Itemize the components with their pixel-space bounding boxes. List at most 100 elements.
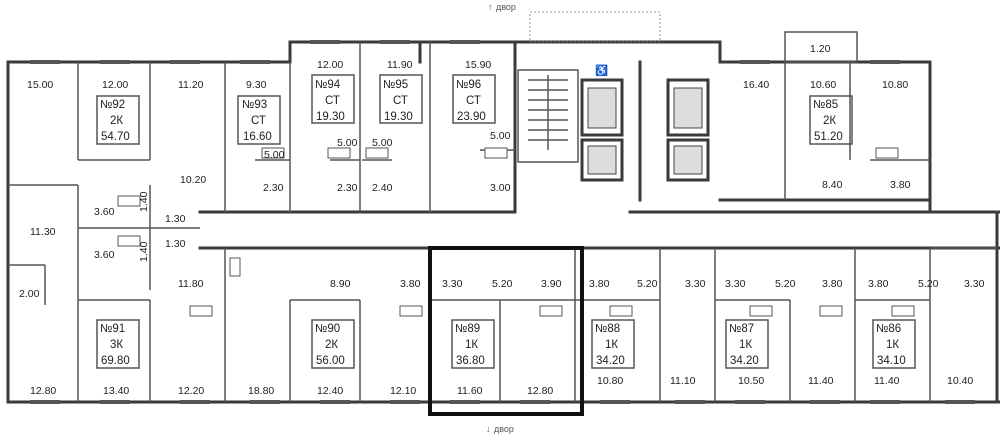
room-area: 1.20 xyxy=(810,43,831,55)
room-area: 5.20 xyxy=(637,278,658,290)
room-area: 3.80 xyxy=(400,278,421,290)
room-area: 1.40 xyxy=(138,241,150,262)
exterior-walls xyxy=(6,31,1000,404)
apartment-92[interactable]: №92 2К 54.70 xyxy=(96,95,140,145)
room-area: 10.20 xyxy=(180,174,206,186)
room-area: 15.90 xyxy=(465,59,491,71)
room-area: 10.80 xyxy=(882,79,908,91)
apartment-area: 56.00 xyxy=(316,355,345,367)
room-area: 3.30 xyxy=(442,278,463,290)
room-area: 11.30 xyxy=(30,226,56,238)
room-area: 9.30 xyxy=(246,79,267,91)
apartment-number: №85 xyxy=(813,99,838,111)
stair-core: ♿ xyxy=(517,60,710,202)
room-area: 3.60 xyxy=(94,206,115,218)
room-area: 10.60 xyxy=(810,79,836,91)
apartment-number: №90 xyxy=(315,323,340,335)
room-area: 3.30 xyxy=(685,278,706,290)
room-area: 12.20 xyxy=(178,385,204,397)
room-area: 11.10 xyxy=(670,375,696,387)
apartment-area: 23.90 xyxy=(457,111,486,123)
room-area-labels: 15.00 12.00 11.20 9.30 12.00 11.90 15.90… xyxy=(19,43,985,397)
room-area: 18.80 xyxy=(248,385,274,397)
room-area: 11.60 xyxy=(457,385,483,397)
apartment-91[interactable]: №91 3К 69.80 xyxy=(96,319,140,369)
apartment-number: №87 xyxy=(729,323,754,335)
apartment-type: 1К xyxy=(886,339,899,351)
room-area: 5.20 xyxy=(775,278,796,290)
room-area: 5.00 xyxy=(337,137,358,149)
room-area: 5.00 xyxy=(490,130,511,142)
apartment-number: №91 xyxy=(100,323,125,335)
room-area: 11.20 xyxy=(178,79,204,91)
room-area: 5.20 xyxy=(492,278,513,290)
room-area: 10.80 xyxy=(597,375,623,387)
accessibility-icon: ♿ xyxy=(595,64,608,77)
apartment-88[interactable]: №88 1К 34.20 xyxy=(591,319,635,369)
apartment-number: №92 xyxy=(100,99,125,111)
room-area: 2.30 xyxy=(337,182,358,194)
apartment-labels: №92 2К 54.70 №93 СТ 16.60 №94 СТ 19.30 №… xyxy=(96,74,916,369)
room-area: 12.80 xyxy=(527,385,553,397)
apartment-type: СТ xyxy=(466,95,481,107)
room-area: 3.80 xyxy=(868,278,889,290)
apartment-93[interactable]: №93 СТ 16.60 xyxy=(237,95,281,145)
apartment-87[interactable]: №87 1К 34.20 xyxy=(725,319,769,369)
selected-apartment-highlight xyxy=(428,246,584,416)
windows xyxy=(30,40,975,404)
room-area: 3.60 xyxy=(94,249,115,261)
apartment-95[interactable]: №95 СТ 19.30 xyxy=(379,74,423,124)
apartment-type: 2К xyxy=(823,115,836,127)
room-area: 11.80 xyxy=(178,278,204,290)
bottom-entrance-marker: ↓ двор xyxy=(486,424,514,434)
room-area: 8.40 xyxy=(822,179,843,191)
apartment-number: №86 xyxy=(876,323,901,335)
apartment-number: №95 xyxy=(383,79,408,91)
apartment-number: №96 xyxy=(456,79,481,91)
room-area: 1.30 xyxy=(165,213,186,225)
room-area: 3.90 xyxy=(541,278,562,290)
room-area: 10.40 xyxy=(947,375,973,387)
room-area: 1.30 xyxy=(165,238,186,250)
room-area: 12.80 xyxy=(30,385,56,397)
room-area: 16.40 xyxy=(743,79,769,91)
room-area: 3.80 xyxy=(890,179,911,191)
apartment-type: СТ xyxy=(251,115,266,127)
top-entrance-marker: ↑ двор xyxy=(488,2,661,43)
room-area: 12.40 xyxy=(317,385,343,397)
bottom-entrance-arrow-icon: ↓ xyxy=(486,424,491,434)
top-entrance-label: двор xyxy=(496,2,516,12)
apartment-96[interactable]: №96 СТ 23.90 xyxy=(452,74,496,124)
apartment-number: №93 xyxy=(242,99,267,111)
room-area: 3.30 xyxy=(725,278,746,290)
room-area: 5.00 xyxy=(264,149,285,161)
apartment-85[interactable]: №85 2К 51.20 xyxy=(809,95,853,145)
apartment-area: 34.20 xyxy=(596,355,625,367)
room-area: 12.10 xyxy=(390,385,416,397)
room-area: 3.80 xyxy=(822,278,843,290)
room-area: 11.40 xyxy=(808,375,834,387)
room-area: 2.40 xyxy=(372,182,393,194)
bathroom-fixtures xyxy=(117,147,915,317)
apartment-area: 36.80 xyxy=(456,355,485,367)
room-area: 12.00 xyxy=(102,79,128,91)
room-area: 13.40 xyxy=(103,385,129,397)
apartment-type: СТ xyxy=(393,95,408,107)
apartment-number: №94 xyxy=(315,79,341,91)
apartment-type: 1К xyxy=(465,339,478,351)
room-area: 10.50 xyxy=(738,375,764,387)
apartment-area: 19.30 xyxy=(316,111,345,123)
apartment-number: №88 xyxy=(595,323,620,335)
apartment-90[interactable]: №90 2К 56.00 xyxy=(311,319,355,369)
apartment-type: 2К xyxy=(325,339,338,351)
room-area: 11.90 xyxy=(387,59,413,71)
apartment-94[interactable]: №94 СТ 19.30 xyxy=(311,74,355,124)
apartment-89[interactable]: №89 1К 36.80 xyxy=(451,319,495,369)
room-area: 5.20 xyxy=(918,278,939,290)
apartment-86[interactable]: №86 1К 34.10 xyxy=(872,319,916,369)
apartment-type: 1К xyxy=(739,339,752,351)
apartment-area: 34.20 xyxy=(730,355,759,367)
room-area: 8.90 xyxy=(330,278,351,290)
apartment-number: №89 xyxy=(455,323,480,335)
